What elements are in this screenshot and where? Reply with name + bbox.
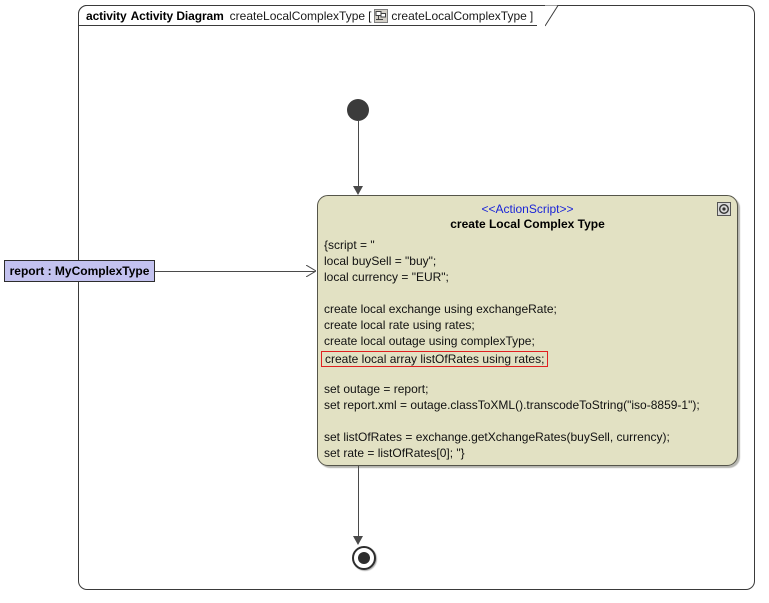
script-line-text: create local rate using rates; <box>324 318 475 332</box>
script-line-text: create local outage using complexType; <box>324 334 535 348</box>
arrowhead-action-to-final <box>353 536 363 545</box>
script-line-text <box>321 414 733 429</box>
action-node-create-local-complex-type[interactable]: <<ActionScript>> create Local Complex Ty… <box>317 195 738 466</box>
script-line: create local array listOfRates using rat… <box>321 350 733 367</box>
script-line-text <box>321 286 733 301</box>
script-line <box>321 286 733 302</box>
script-line: local buySell = "buy"; <box>321 254 733 270</box>
script-line-text <box>321 366 733 381</box>
script-line <box>321 366 733 382</box>
script-line-text: local currency = "EUR"; <box>324 270 449 284</box>
script-line: set outage = report; <box>321 382 733 398</box>
script-line: create local rate using rates; <box>321 318 733 334</box>
frame-diagram-name: createLocalComplexType <box>229 8 366 23</box>
action-script-body: {script = " local buySell = "buy"; local c… <box>321 238 733 462</box>
arrowhead-object-to-action <box>306 265 316 277</box>
script-line-text: set report.xml = outage.classToXML().tra… <box>324 398 700 412</box>
script-line: set rate = listOfRates[0]; "} <box>321 446 733 462</box>
arrowhead-initial-to-action <box>353 186 363 195</box>
control-flow-initial-to-action[interactable] <box>358 120 359 188</box>
action-script-icon[interactable] <box>717 202 731 216</box>
frame-owner-name: createLocalComplexType <box>391 8 527 23</box>
activity-owner-icon <box>374 8 389 23</box>
script-line: create local outage using complexType; <box>321 334 733 350</box>
action-title-label: create Local Complex Type <box>450 217 605 231</box>
activity-final-node-icon[interactable] <box>352 546 376 570</box>
script-line-text: set outage = report; <box>324 382 429 396</box>
script-line: local currency = "EUR"; <box>321 270 733 286</box>
object-flow-report-to-action[interactable] <box>155 271 315 272</box>
frame-bracket-open: [ <box>368 8 372 23</box>
script-line-highlighted: create local array listOfRates using rat… <box>321 351 549 367</box>
object-node-report[interactable]: report : MyComplexType <box>4 260 155 282</box>
control-flow-action-to-final[interactable] <box>358 466 359 538</box>
script-line-text: local buySell = "buy"; <box>324 254 437 268</box>
script-line-text: create local exchange using exchangeRate… <box>324 302 557 316</box>
frame-diagram-type: Activity Diagram <box>130 8 224 23</box>
object-node-label: report : MyComplexType <box>9 264 150 278</box>
script-line: {script = " <box>321 238 733 254</box>
script-line-text: set rate = listOfRates[0]; "} <box>324 446 465 460</box>
script-line-text: set listOfRates = exchange.getXchangeRat… <box>324 430 670 444</box>
script-line-text: {script = " <box>324 238 375 252</box>
script-line: set listOfRates = exchange.getXchangeRat… <box>321 430 733 446</box>
action-stereotype-label: <<ActionScript>> <box>481 202 574 216</box>
frame-bracket-close: ] <box>529 8 534 23</box>
frame-kind-label: activity <box>86 8 127 23</box>
script-line: create local exchange using exchangeRate… <box>321 302 733 318</box>
script-line: set report.xml = outage.classToXML().tra… <box>321 398 733 414</box>
initial-node-icon[interactable] <box>347 99 369 121</box>
activity-final-node-inner <box>358 552 370 564</box>
diagram-frame-header: activity Activity Diagram createLocalCom… <box>78 5 538 26</box>
script-line <box>321 414 733 430</box>
